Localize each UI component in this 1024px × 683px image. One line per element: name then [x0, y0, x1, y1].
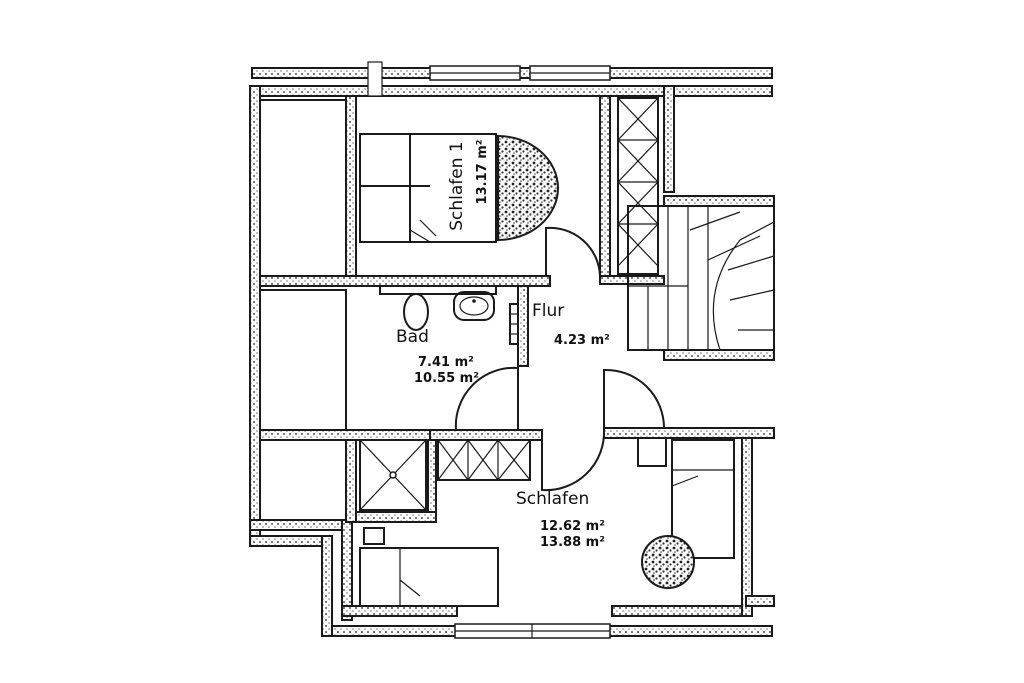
- bed-schlafen-3: [637, 437, 735, 559]
- doors: [454, 226, 665, 492]
- bed-schlafen-1: [359, 133, 497, 243]
- rug-schlafen: [641, 535, 695, 589]
- wardrobe-flur: [617, 97, 659, 275]
- schlafen-1-area-group: 13.17 m²: [475, 140, 490, 205]
- schlafen-1-label-group: Schlafen 1: [447, 141, 467, 231]
- windows: [367, 61, 611, 639]
- bed-schlafen-2: [359, 527, 499, 607]
- staircase: [627, 205, 775, 351]
- room-area-flur: 4.23 m²: [554, 333, 610, 348]
- shower: [359, 439, 427, 511]
- room-area-bad-1: 7.41 m²: [418, 355, 474, 370]
- room-name-schlafen: Schlafen: [516, 489, 589, 509]
- room-area-schlafen-1: 13.17 m²: [475, 140, 490, 205]
- room-area-schlafen-2-value: 13.88 m²: [540, 535, 605, 550]
- left-alcoves: [259, 99, 347, 521]
- interior-walls: [259, 95, 775, 523]
- bathroom-fixtures: [379, 285, 519, 345]
- room-name-bad: Bad: [396, 327, 429, 347]
- rug-schlafen-1: [497, 134, 559, 242]
- wardrobe-schlafen: [437, 439, 531, 481]
- room-area-bad-2: 10.55 m²: [414, 371, 479, 386]
- room-area-schlafen-1-value: 12.62 m²: [540, 519, 605, 534]
- room-name-schlafen-1: Schlafen 1: [447, 141, 467, 231]
- room-name-flur: Flur: [532, 301, 564, 321]
